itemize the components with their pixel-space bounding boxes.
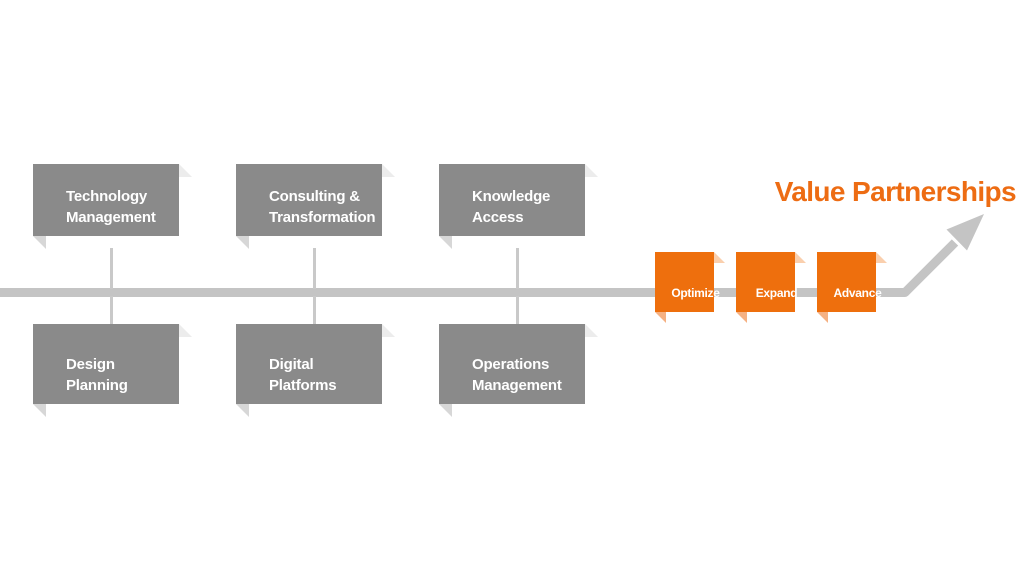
connector-design-planning bbox=[110, 296, 113, 338]
service-box-label: Consulting & Transformation bbox=[269, 188, 376, 226]
cube-front-face bbox=[236, 324, 382, 404]
cube-front-face bbox=[33, 324, 179, 404]
cube-front-face bbox=[439, 324, 585, 404]
service-box-label: Operations Management bbox=[472, 356, 562, 394]
arrowhead-icon bbox=[946, 214, 984, 251]
stage-box-expand: Expand bbox=[736, 252, 806, 323]
service-box-operations-management: Operations Management bbox=[439, 324, 598, 417]
cube-front-face bbox=[655, 252, 714, 312]
cube-front-face bbox=[736, 252, 795, 312]
stage-box-advance: Advance bbox=[817, 252, 887, 323]
connector-operations-management bbox=[516, 296, 519, 338]
service-box-digital-platforms: Digital Platforms bbox=[236, 324, 395, 417]
timeline-line bbox=[0, 239, 959, 297]
cube-front-face bbox=[439, 164, 585, 236]
stage-box-label: Optimize bbox=[671, 286, 720, 300]
connector-knowledge-access bbox=[516, 248, 519, 289]
service-box-technology-management: Technology Management bbox=[33, 164, 192, 249]
connector-digital-platforms bbox=[313, 296, 316, 338]
connector-technology-management bbox=[110, 248, 113, 289]
value-partnerships-title: Value Partnerships bbox=[774, 176, 1017, 207]
stage-box-label: Expand bbox=[755, 286, 798, 300]
service-box-consulting-transformation: Consulting & Transformation bbox=[236, 164, 395, 249]
cube-front-face bbox=[817, 252, 876, 312]
cube-front-face bbox=[33, 164, 179, 236]
cube-front-face bbox=[236, 164, 382, 236]
stage-box-optimize: Optimize bbox=[655, 252, 725, 323]
service-box-label: Design Planning bbox=[66, 356, 128, 394]
stage-box-label: Advance bbox=[833, 286, 882, 300]
service-box-design-planning: Design Planning bbox=[33, 324, 192, 417]
service-box-knowledge-access: Knowledge Access bbox=[439, 164, 598, 249]
connector-consulting-transformation bbox=[313, 248, 316, 289]
service-box-label: Technology Management bbox=[66, 188, 156, 226]
service-box-label: Digital Platforms bbox=[269, 356, 337, 394]
service-box-label: Knowledge Access bbox=[472, 188, 551, 226]
